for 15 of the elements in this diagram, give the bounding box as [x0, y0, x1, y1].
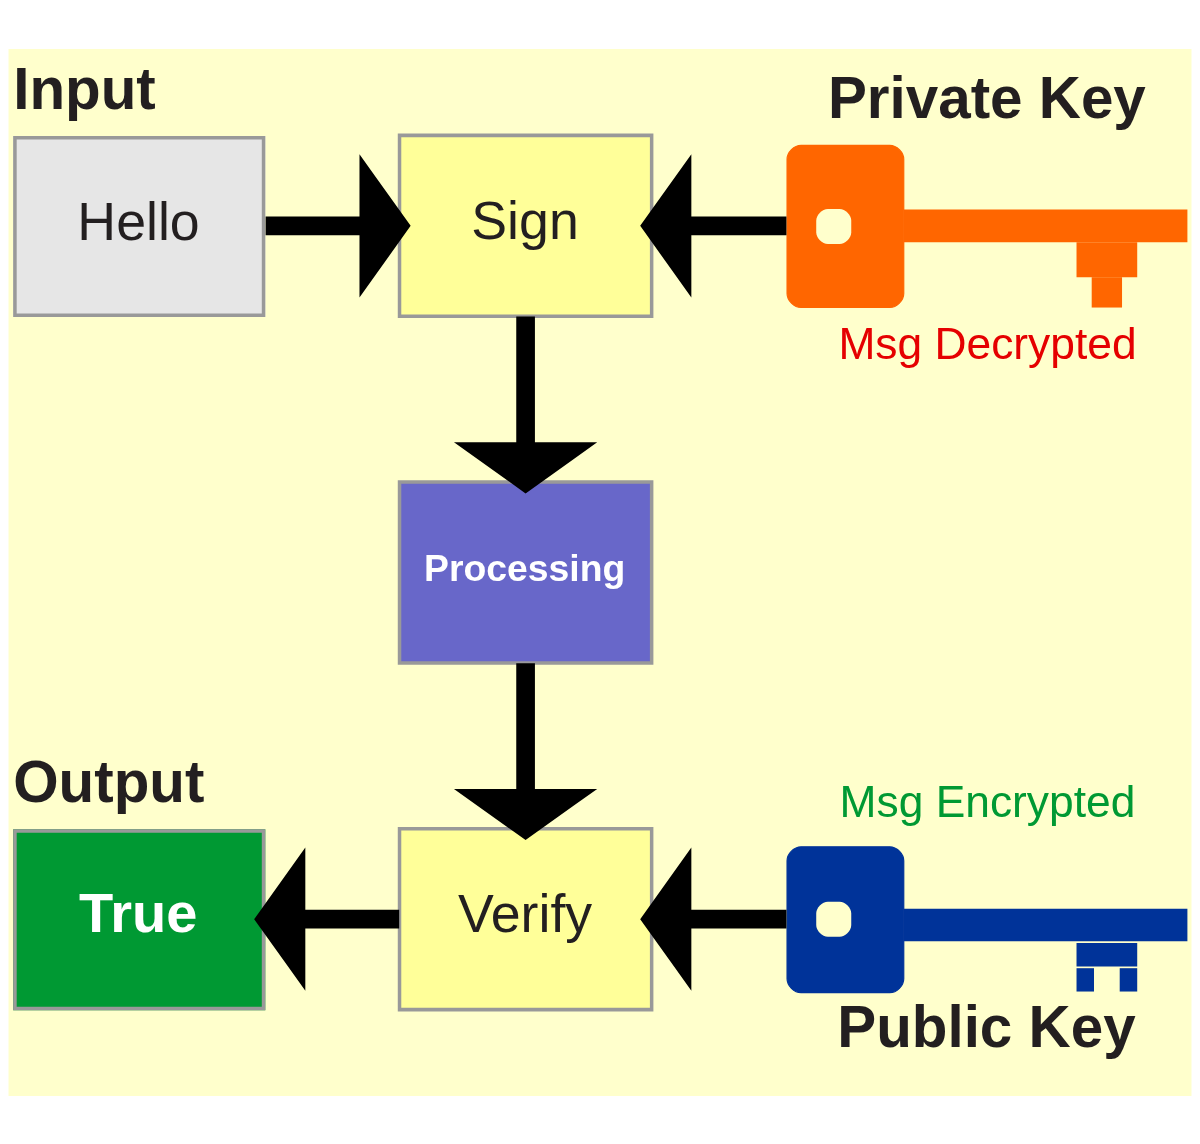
node-label: Msg Decrypted [838, 318, 1137, 368]
arrow [640, 847, 787, 991]
arrow [265, 153, 411, 297]
node-box: Sign [397, 133, 654, 318]
node-box: Verify [397, 826, 654, 1011]
node-label: Input [13, 55, 156, 121]
node-label: Output [13, 748, 205, 814]
node-label: Public Key [837, 993, 1136, 1059]
node-label: Msg Encrypted [839, 776, 1136, 826]
arrow [453, 662, 598, 840]
arrow [254, 847, 400, 991]
node-box: Processing [397, 479, 654, 665]
arrow [640, 153, 787, 297]
node-label: Private Key [827, 64, 1146, 130]
arrow [453, 316, 598, 493]
